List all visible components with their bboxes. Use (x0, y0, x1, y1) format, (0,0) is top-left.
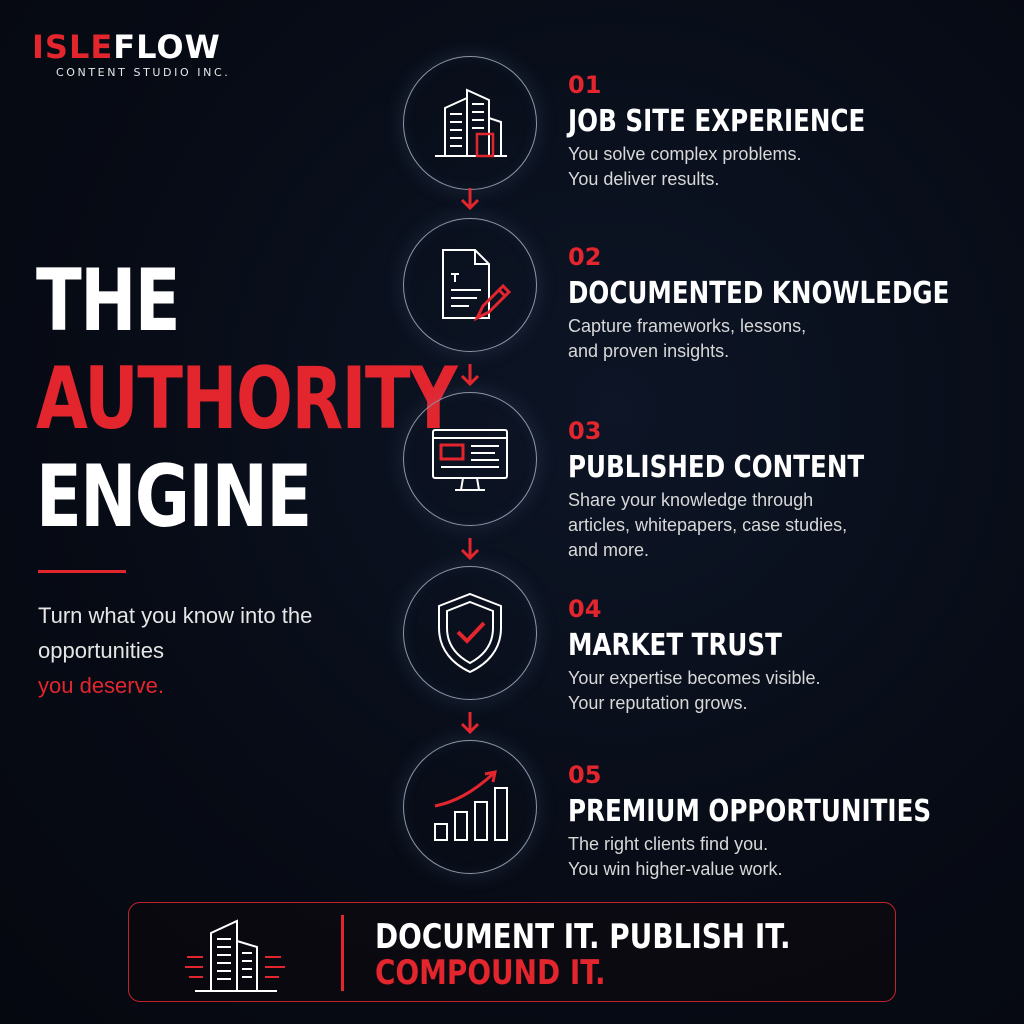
step-number: 04 (568, 595, 602, 623)
step-number: 02 (568, 243, 602, 271)
arrow-down-icon (460, 538, 480, 560)
arrow-down-icon (460, 364, 480, 386)
step-description-line: You deliver results. (568, 169, 720, 189)
step-description-line: and proven insights. (568, 341, 730, 361)
step-number: 05 (568, 761, 602, 789)
slogan: DOCUMENT IT. PUBLISH IT. COMPOUND IT. (375, 919, 791, 991)
document-pen-icon (442, 249, 512, 322)
step-description-line: The right clients find you. (568, 834, 769, 854)
brand-name-part2: FLOW (113, 28, 221, 66)
step-description-line: You win higher-value work. (568, 859, 783, 879)
step-5: 05 PREMIUM OPPORTUNITIES The right clien… (568, 762, 1008, 882)
step-number: 01 (568, 71, 602, 99)
slogan-banner: DOCUMENT IT. PUBLISH IT. COMPOUND IT. (128, 902, 896, 1002)
step-description: Share your knowledge through articles, w… (568, 488, 1008, 563)
step-1-icon-circle (403, 56, 537, 190)
brand-logo: ISLEFLOW CONTENT STUDIO INC. (32, 30, 230, 79)
step-description: Your expertise becomes visible. Your rep… (568, 666, 1008, 716)
page-title: THE AUTHORITY ENGINE (36, 251, 458, 547)
step-description: You solve complex problems. You deliver … (568, 142, 1008, 192)
slogan-line-1: DOCUMENT IT. PUBLISH IT. (375, 917, 791, 957)
step-1: 01 JOB SITE EXPERIENCE You solve complex… (568, 72, 1008, 192)
step-2-icon-circle (403, 218, 537, 352)
step-description-line: Your reputation grows. (568, 693, 748, 713)
step-description-line: Share your knowledge through (568, 490, 814, 510)
step-title: JOB SITE EXPERIENCE (568, 104, 866, 139)
step-3: 03 PUBLISHED CONTENT Share your knowledg… (568, 418, 1008, 563)
shield-check-icon (438, 592, 502, 674)
title-line-1: THE (36, 251, 181, 351)
step-description-line: and more. (568, 540, 650, 560)
slogan-line-2: COMPOUND IT. (375, 953, 606, 993)
building-icon (435, 88, 507, 158)
title-line-3: ENGINE (36, 447, 312, 547)
brand-name: ISLEFLOW (32, 30, 230, 64)
tagline-text: Turn what you know into the opportunitie… (38, 603, 313, 663)
title-line-2: AUTHORITY (36, 349, 458, 449)
brand-name-part1: ISLE (32, 28, 114, 66)
arrow-down-icon (460, 712, 480, 734)
title-divider (38, 570, 126, 573)
step-5-icon-circle (403, 740, 537, 874)
step-title: DOCUMENTED KNOWLEDGE (568, 276, 950, 311)
tagline: Turn what you know into the opportunitie… (38, 598, 338, 703)
step-title: PREMIUM OPPORTUNITIES (568, 794, 932, 829)
banner-divider (341, 915, 344, 991)
tagline-highlight: you deserve. (38, 673, 164, 698)
step-4-icon-circle (403, 566, 537, 700)
step-description: The right clients find you. You win high… (568, 832, 1008, 882)
building-icon (185, 919, 285, 992)
monitor-icon (432, 429, 508, 491)
step-description: Capture frameworks, lessons, and proven … (568, 314, 1008, 364)
step-title: MARKET TRUST (568, 628, 782, 663)
growth-chart-icon (434, 770, 508, 841)
step-3-icon-circle (403, 392, 537, 526)
step-number: 03 (568, 417, 602, 445)
step-title: PUBLISHED CONTENT (568, 450, 865, 485)
step-2: 02 DOCUMENTED KNOWLEDGE Capture framewor… (568, 244, 1008, 364)
step-description-line: Capture frameworks, lessons, (568, 316, 807, 336)
arrow-down-icon (460, 188, 480, 210)
step-description-line: articles, whitepapers, case studies, (568, 515, 848, 535)
step-description-line: You solve complex problems. (568, 144, 802, 164)
step-4: 04 MARKET TRUST Your expertise becomes v… (568, 596, 1008, 716)
step-description-line: Your expertise becomes visible. (568, 668, 821, 688)
brand-subtitle: CONTENT STUDIO INC. (56, 66, 231, 79)
